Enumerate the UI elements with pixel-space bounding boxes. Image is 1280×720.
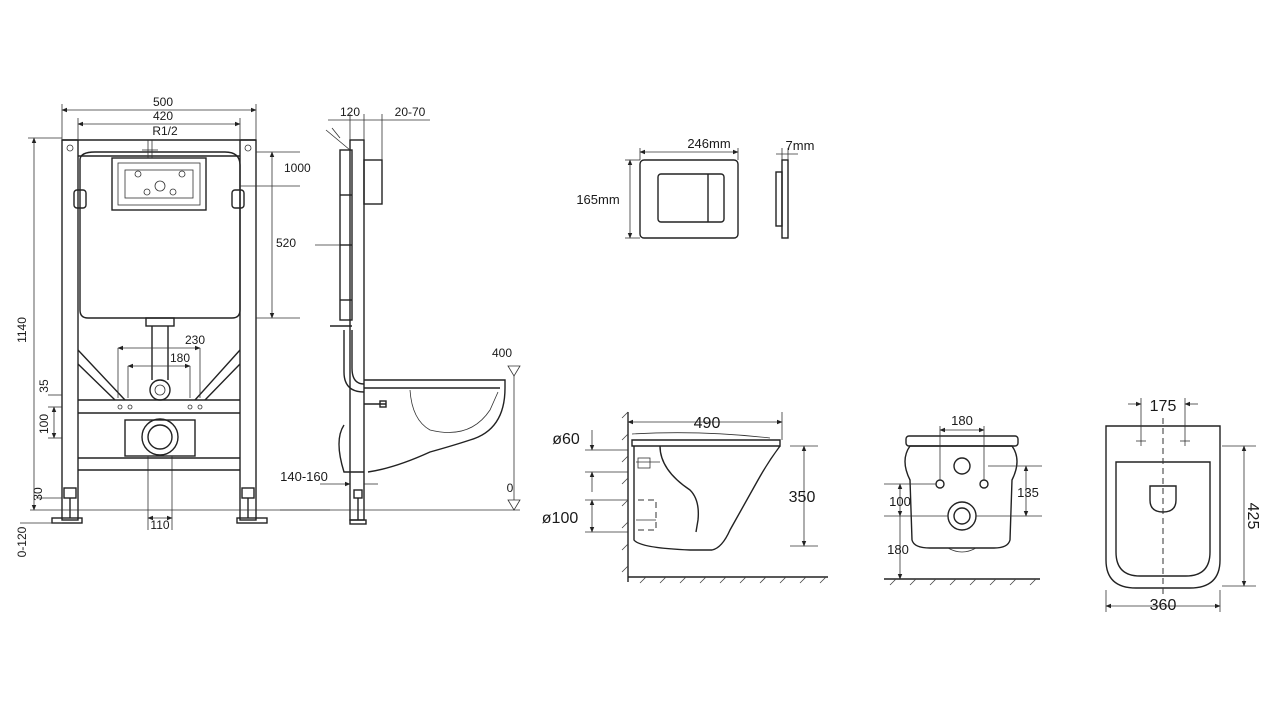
dim-outlet-diameter: ø100 [542,510,579,527]
dim-back-floor-offset: 180 [887,542,909,557]
dim-bowl-height: 350 [789,489,816,506]
dim-tank-height: 520 [276,236,296,250]
flush-plate-view: 246mm 165mm 7mm [576,136,815,239]
dim-foot-adjust: 0-120 [15,526,29,557]
dim-back-bolt-spacing: 180 [951,413,973,428]
dim-frame-width-outer: 500 [153,95,173,109]
dim-frame-width-inner: 420 [153,109,173,123]
bowl-side-view: 490 350 ø60 ø100 [542,411,828,584]
dim-bowl-length: 490 [694,415,721,432]
dim-flush-height: 1000 [284,161,311,175]
dim-back-bolt-height: 135 [1017,485,1039,500]
bowl-back-view: 180 100 180 135 [884,413,1042,586]
dim-top-width: 360 [1150,597,1177,614]
dim-inlet-diameter: ø60 [552,431,580,448]
dim-top-bolt-spacing: 175 [1150,398,1177,415]
dim-plate-width: 246mm [687,136,730,151]
dim-drain-width: 110 [150,518,169,532]
dim-plate-thickness: 7mm [786,138,815,153]
bowl-top-view: 175 425 360 [1105,398,1261,614]
dim-pan-height: 400 [492,346,512,360]
dim-foot-30: 30 [31,487,45,501]
dim-frame-height: 1140 [15,317,29,343]
dim-offset-35: 35 [37,379,51,393]
dim-stud-spacing: 180 [170,351,190,365]
frame-side-view: 120 20-70 400 0 140-160 [280,105,521,525]
dim-back-outlet-height: 100 [889,494,911,509]
dim-frame-depth: 120 [340,105,360,119]
dim-floor-level: 0 [507,481,514,495]
dim-plate-height: 165mm [576,192,619,207]
dim-wall-adjust: 20-70 [395,105,426,119]
frame-front-view: 500 420 R1/2 1140 1000 520 230 180 35 10… [15,95,330,557]
dim-outlet-spacing: 230 [185,333,205,347]
dim-top-length: 425 [1244,503,1261,530]
dim-wall-thickness: 140-160 [280,469,328,484]
dim-inlet: R1/2 [152,124,178,138]
dim-offset-100: 100 [37,414,51,434]
